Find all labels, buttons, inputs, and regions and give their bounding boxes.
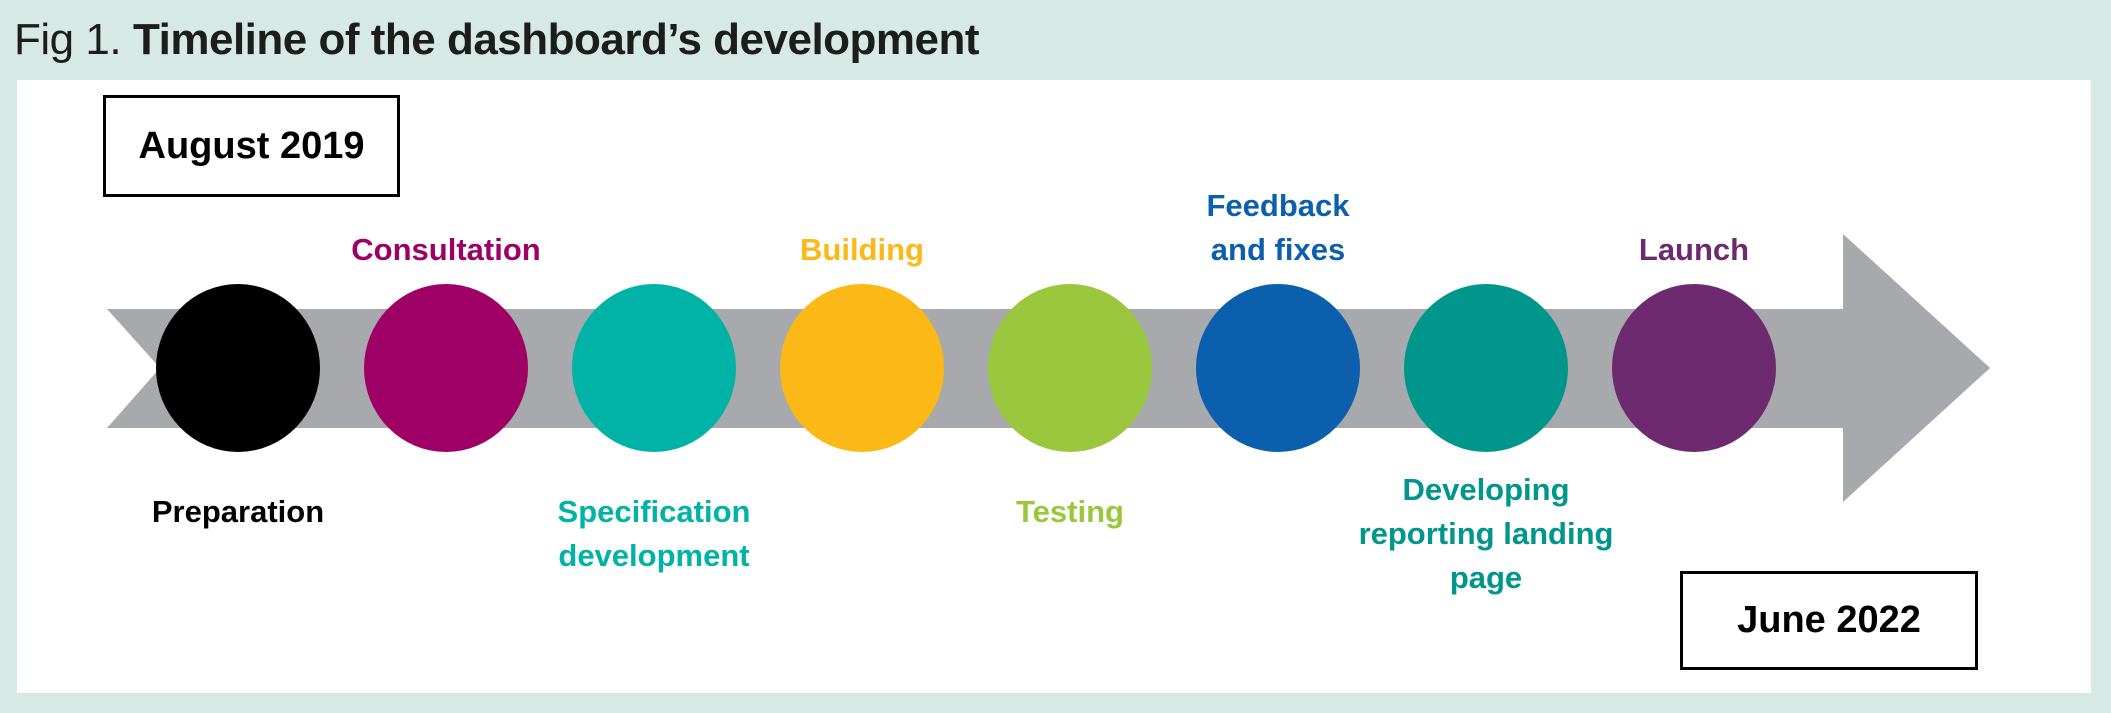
milestone-circle-launch	[1612, 284, 1776, 452]
start-date-box: August 2019	[103, 95, 400, 197]
end-date-box: June 2022	[1680, 571, 1978, 670]
milestone-circle-feedback	[1196, 284, 1360, 452]
label-line: page	[1449, 560, 1523, 595]
label-line: and fixes	[1210, 232, 1346, 267]
milestone-label-building: Building	[800, 228, 924, 272]
milestone-label-landing-page: Developing reporting landing page	[1359, 468, 1614, 600]
label-line: Consultation	[351, 232, 541, 267]
end-date-label: June 2022	[1737, 599, 1921, 641]
figure-title: Fig 1. Timeline of the dashboard’s devel…	[14, 0, 2111, 80]
label-line: Developing	[1402, 472, 1570, 507]
label-line: Specification	[557, 494, 751, 529]
label-line: Preparation	[151, 494, 325, 529]
milestone-circle-specification	[572, 284, 736, 452]
milestone-label-feedback: Feedback and fixes	[1206, 184, 1349, 272]
milestone-circle-testing	[988, 284, 1152, 452]
label-line: reporting landing	[1358, 516, 1614, 551]
label-line: Feedback	[1206, 188, 1350, 223]
milestone-label-specification: Specification development	[558, 490, 751, 578]
label-line: Launch	[1638, 232, 1750, 267]
milestone-circle-building	[780, 284, 944, 452]
milestone-label-consultation: Consultation	[351, 228, 540, 272]
figure-title-text: Timeline of the dashboard’s development	[133, 15, 980, 64]
label-line: Building	[800, 232, 924, 267]
milestone-circle-landing-page	[1404, 284, 1568, 452]
figure-number: Fig 1.	[14, 15, 122, 64]
milestone-label-launch: Launch	[1639, 228, 1749, 272]
milestone-label-testing: Testing	[1016, 490, 1124, 534]
milestone-circle-consultation	[364, 284, 528, 452]
start-date-label: August 2019	[138, 124, 365, 167]
milestone-circle-preparation	[156, 284, 320, 452]
label-line: development	[558, 538, 750, 573]
label-line: Testing	[1016, 494, 1124, 529]
milestone-label-preparation: Preparation	[152, 490, 324, 534]
